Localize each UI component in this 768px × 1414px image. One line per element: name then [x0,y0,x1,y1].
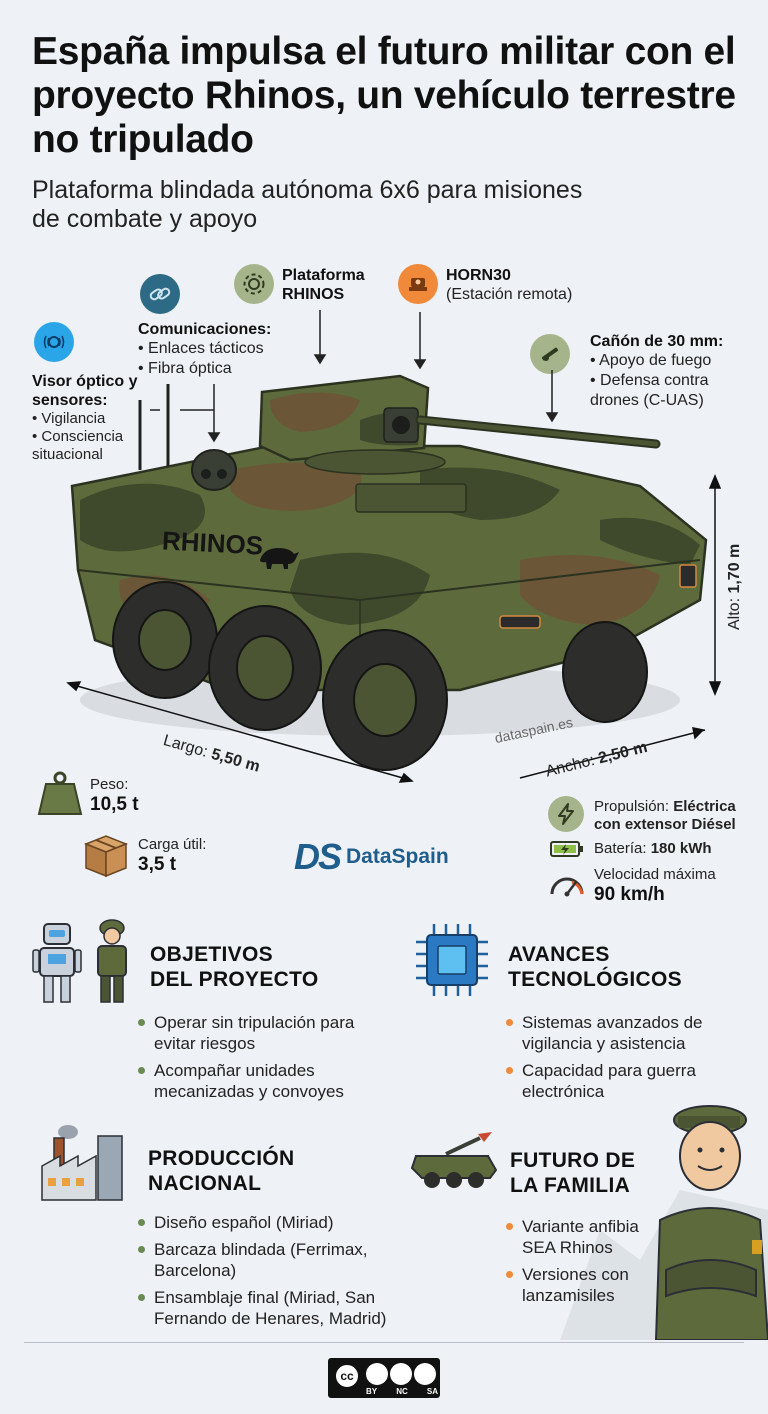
callout-horn30-sub: (Estación remota) [446,286,573,303]
callout-canon-title: Cañón de 30 mm: [590,333,724,350]
dim-alto-label: Alto: [726,597,743,630]
dim-alto-value: 1,70 m [726,543,743,594]
spec-velocidad: Velocidad máxima 90 km/h [594,866,716,906]
brand-name: DataSpain [346,845,449,868]
section-produccion-list: Diseño español (Miriad) Barcaza blindada… [136,1212,406,1335]
spec-bateria-label: Batería: [594,840,647,857]
list-item: Acompañar unidades mecanizadas y convoye… [136,1060,376,1102]
spec-propulsion-label: Propulsión: [594,798,670,815]
license-by: BY [366,1387,378,1396]
speedometer-icon [550,877,584,897]
chip-icon [416,924,488,996]
list-item: Barcaza blindada (Ferrimax, Barcelona) [136,1239,406,1281]
gear-icon [234,264,274,304]
list-item: Operar sin tripulación para evitar riesg… [136,1012,376,1054]
section-objetivos-list: Operar sin tripulación para evitar riesg… [136,1012,376,1108]
spec-carga: Carga útil: 3,5 t [138,836,206,876]
spec-propulsion: Propulsión: Eléctrica con extensor Diése… [594,798,764,834]
callout-visor-title: Visor óptico y sensores: [32,373,138,409]
rhino-icon [260,548,299,569]
callout-horn30-title: HORN30 [446,267,511,284]
spec-velocidad-label: Velocidad máxima [594,866,716,883]
box-icon [83,835,129,878]
callout-canon-bullet: • Apoyo de fuego [590,352,712,369]
spec-propulsion-value-2: con extensor Diésel [594,816,736,833]
callout-plataforma: Plataforma RHINOS [282,266,392,304]
callout-plataforma-title: Plataforma RHINOS [282,267,365,303]
callout-horn30: HORN30 (Estación remota) [446,266,606,304]
spec-peso-label: Peso: [90,776,129,793]
license-badge: cc BY NC SA [328,1358,440,1398]
list-item: Capacidad para guerra electrónica [504,1060,744,1102]
sensor-icon [34,322,74,362]
cannon-icon [530,334,570,374]
section-avances-title: AVANCES TECNOLÓGICOS [508,943,682,991]
soldier-illustration [560,1105,768,1340]
spec-bateria: Batería: 180 kWh [594,840,712,858]
section-futuro-title: FUTURO DE LA FAMILIA [510,1149,636,1197]
callout-comms-bullet: • Fibra óptica [138,360,232,377]
callout-comms: Comunicaciones: • Enlaces tácticos • Fib… [138,320,298,379]
by-icon [366,1363,388,1385]
dim-alto: Alto: 1,70 m [726,544,744,630]
section-produccion-title: PRODUCCIÓN NACIONAL [148,1147,295,1195]
section-objetivos-title: OBJETIVOS DEL PROYECTO [150,943,319,991]
robot-soldier-icon [32,919,127,1003]
battery-icon [550,841,583,857]
list-item: Sistemas avanzados de vigilancia y asist… [504,1012,744,1054]
spec-carga-value: 3,5 t [138,854,177,875]
weight-icon [37,771,83,815]
lightning-icon [548,796,584,832]
list-item: Versiones con lanzamisiles [504,1264,654,1306]
nc-icon [390,1363,412,1385]
footer-divider [24,1342,744,1343]
link-icon [140,274,180,314]
callout-visor-bullet: • Consciencia situacional [32,428,124,463]
section-futuro-list: Variante anfibia SEA Rhinos Versiones co… [504,1216,654,1312]
list-item: Ensamblaje final (Miriad, San Fernando d… [136,1287,406,1329]
callout-canon: Cañón de 30 mm: • Apoyo de fuego • Defen… [590,332,760,411]
callout-visor-bullet: • Vigilancia [32,410,106,427]
callout-comms-title: Comunicaciones: [138,321,272,338]
spec-propulsion-value: Eléctrica [673,798,736,815]
callout-visor: Visor óptico y sensores: • Vigilancia • … [32,372,142,464]
brand-mark: DS [294,836,342,877]
page-subtitle: Plataforma blindada autónoma 6x6 para mi… [32,176,583,233]
spec-carga-label: Carga útil: [138,836,207,853]
callout-comms-bullet: • Enlaces tácticos [138,340,264,357]
spec-bateria-value: 180 kWh [650,840,712,857]
cc-icon: cc [334,1363,360,1389]
factory-icon [41,1125,123,1201]
license-sa: SA [426,1387,438,1396]
callout-canon-bullet: • Defensa contra drones (C-UAS) [590,372,709,409]
spec-peso-value: 10,5 t [90,794,139,815]
section-avances-list: Sistemas avanzados de vigilancia y asist… [504,1012,744,1108]
page-title: España impulsa el futuro militar con el … [32,30,736,161]
license-nc: NC [396,1387,408,1396]
list-item: Diseño español (Miriad) [136,1212,406,1233]
spec-peso: Peso: 10,5 t [90,776,139,816]
spec-velocidad-value: 90 km/h [594,884,665,905]
brand-logo: DS DataSpain [294,836,449,878]
vehicle-name: RHINOS [161,525,264,561]
list-item: Variante anfibia SEA Rhinos [504,1216,654,1258]
turret-icon [398,264,438,304]
vehicle-illustration [66,310,722,783]
missile-vehicle-icon [410,1132,498,1188]
sa-icon [414,1363,436,1385]
